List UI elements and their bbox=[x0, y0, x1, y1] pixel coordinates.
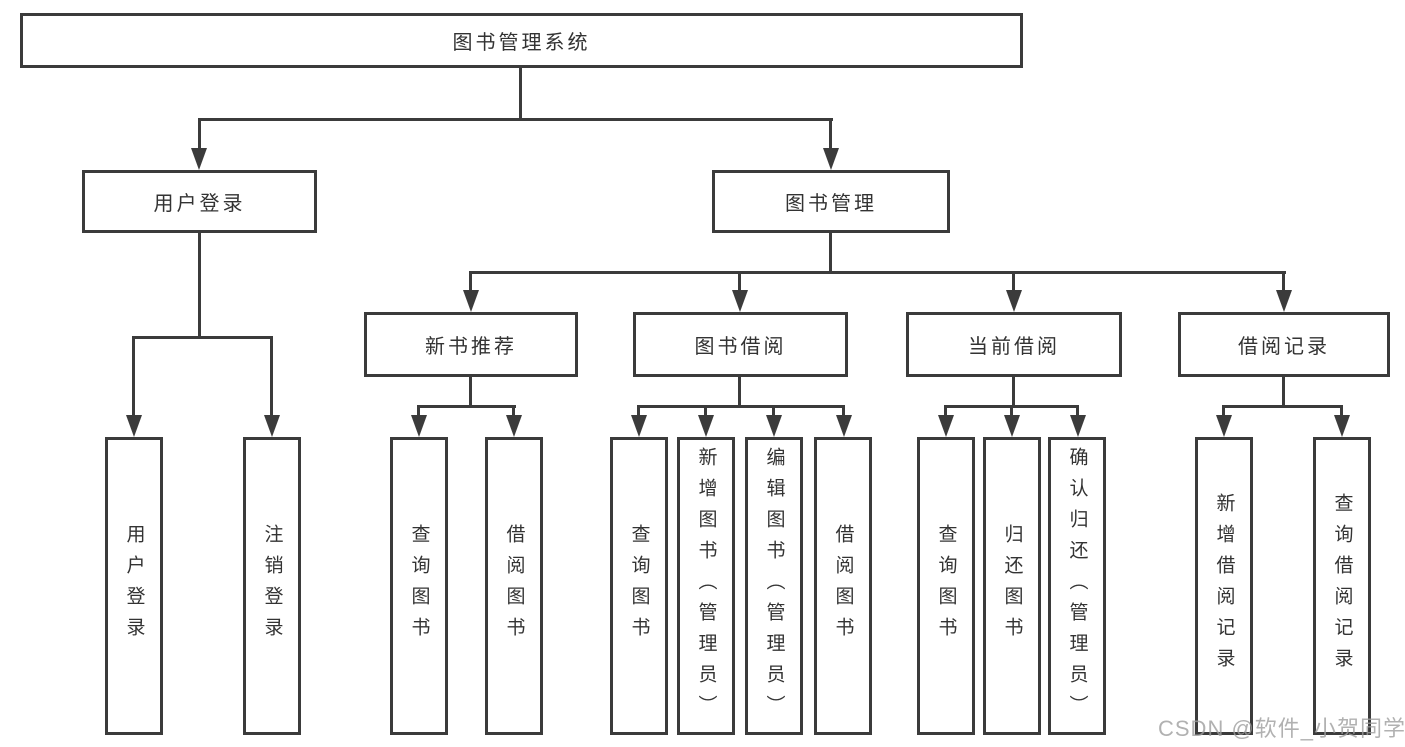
arrowhead-down-icon bbox=[698, 415, 714, 437]
connector-stem bbox=[132, 336, 135, 417]
arrowhead-down-icon bbox=[938, 415, 954, 437]
node-new-book-recommendation: 新书推荐 bbox=[364, 312, 578, 377]
arrowhead-down-icon bbox=[411, 415, 427, 437]
arrowhead-down-icon bbox=[631, 415, 647, 437]
node-label: 用户登录 bbox=[153, 193, 246, 215]
connector-stem bbox=[512, 405, 515, 418]
arrowhead-down-icon bbox=[766, 415, 782, 437]
node-label: 新书推荐 bbox=[425, 336, 517, 358]
connector-stem bbox=[1012, 271, 1015, 292]
leaf-add-borrow-record: 新增借阅记录 bbox=[1195, 437, 1253, 735]
arrowhead-down-icon bbox=[732, 290, 748, 312]
leaf-borrow-books-borrowing: 借阅图书 bbox=[814, 437, 872, 735]
leaf-label: 查询借阅记录 bbox=[1331, 493, 1353, 679]
leaf-label: 注销登录 bbox=[261, 524, 283, 648]
connector-stem bbox=[738, 377, 741, 405]
leaf-logout: 注销登录 bbox=[243, 437, 301, 735]
arrowhead-down-icon bbox=[1276, 290, 1292, 312]
connector-stem bbox=[1076, 405, 1079, 418]
node-library-management-system: 图书管理系统 bbox=[20, 13, 1023, 68]
connector-stem bbox=[842, 405, 845, 418]
connector-stem bbox=[469, 377, 472, 405]
node-label: 当前借阅 bbox=[968, 336, 1060, 358]
connector-stem bbox=[1222, 405, 1225, 418]
connector-stem bbox=[1010, 405, 1013, 418]
leaf-return-books: 归还图书 bbox=[983, 437, 1041, 735]
arrowhead-down-icon bbox=[1070, 415, 1086, 437]
leaf-query-books-borrowing: 查询图书 bbox=[610, 437, 668, 735]
leaf-label: 新增借阅记录 bbox=[1213, 493, 1235, 679]
arrowhead-down-icon bbox=[506, 415, 522, 437]
leaf-label: 用户登录 bbox=[123, 524, 145, 648]
arrowhead-down-icon bbox=[823, 148, 839, 170]
arrowhead-down-icon bbox=[463, 290, 479, 312]
connector-stem bbox=[772, 405, 775, 418]
node-book-management: 图书管理 bbox=[712, 170, 950, 233]
connector-stem bbox=[519, 68, 522, 118]
leaf-confirm-return-admin: 确认归还（管理员） bbox=[1048, 437, 1106, 735]
connector-stem bbox=[829, 118, 832, 151]
leaf-label: 借阅图书 bbox=[832, 524, 854, 648]
node-book-borrowing: 图书借阅 bbox=[633, 312, 848, 377]
leaf-label: 确认归还（管理员） bbox=[1066, 446, 1088, 726]
connector-stem bbox=[469, 271, 472, 292]
csdn-watermark: CSDN @软件_小贺同学 bbox=[1158, 716, 1405, 741]
node-label: 图书借阅 bbox=[694, 336, 787, 358]
arrowhead-down-icon bbox=[1216, 415, 1232, 437]
leaf-query-borrow-record: 查询借阅记录 bbox=[1313, 437, 1371, 735]
connector-stem bbox=[1012, 377, 1015, 405]
arrowhead-down-icon bbox=[264, 415, 280, 437]
connector-split bbox=[1222, 405, 1343, 408]
connector-stem bbox=[944, 405, 947, 418]
leaf-query-books-recommend: 查询图书 bbox=[390, 437, 448, 735]
connector-stem bbox=[198, 118, 201, 151]
connector-split bbox=[417, 405, 516, 408]
leaf-add-books-admin: 新增图书（管理员） bbox=[677, 437, 735, 735]
arrowhead-down-icon bbox=[1334, 415, 1350, 437]
arrowhead-down-icon bbox=[1006, 290, 1022, 312]
node-label: 图书管理系统 bbox=[452, 32, 591, 54]
leaf-borrow-books-recommend: 借阅图书 bbox=[485, 437, 543, 735]
connector-stem bbox=[198, 233, 201, 336]
node-label: 借阅记录 bbox=[1238, 336, 1330, 358]
connector-stem bbox=[1340, 405, 1343, 418]
arrowhead-down-icon bbox=[126, 415, 142, 437]
connector-split bbox=[198, 118, 833, 121]
arrowhead-down-icon bbox=[836, 415, 852, 437]
leaf-query-books-current: 查询图书 bbox=[917, 437, 975, 735]
leaf-edit-books-admin: 编辑图书（管理员） bbox=[745, 437, 803, 735]
arrowhead-down-icon bbox=[1004, 415, 1020, 437]
node-user-login: 用户登录 bbox=[82, 170, 317, 233]
connector-stem bbox=[270, 336, 273, 417]
leaf-label: 借阅图书 bbox=[503, 524, 525, 648]
leaf-label: 查询图书 bbox=[935, 524, 957, 648]
connector-stem bbox=[417, 405, 420, 418]
connector-split bbox=[469, 271, 1286, 274]
connector-stem bbox=[1282, 271, 1285, 292]
leaf-label: 查询图书 bbox=[408, 524, 430, 648]
connector-stem bbox=[704, 405, 707, 418]
connector-split bbox=[132, 336, 273, 339]
connector-split bbox=[637, 405, 845, 408]
connector-stem bbox=[1282, 377, 1285, 405]
node-borrowing-records: 借阅记录 bbox=[1178, 312, 1390, 377]
node-current-borrowing: 当前借阅 bbox=[906, 312, 1122, 377]
arrowhead-down-icon bbox=[191, 148, 207, 170]
connector-stem bbox=[738, 271, 741, 292]
connector-stem bbox=[637, 405, 640, 418]
leaf-label: 归还图书 bbox=[1001, 524, 1023, 648]
leaf-label: 编辑图书（管理员） bbox=[763, 446, 785, 726]
leaf-label: 新增图书（管理员） bbox=[695, 446, 717, 726]
node-label: 图书管理 bbox=[785, 193, 877, 215]
connector-stem bbox=[829, 233, 832, 271]
leaf-label: 查询图书 bbox=[628, 524, 650, 648]
leaf-user-login: 用户登录 bbox=[105, 437, 163, 735]
